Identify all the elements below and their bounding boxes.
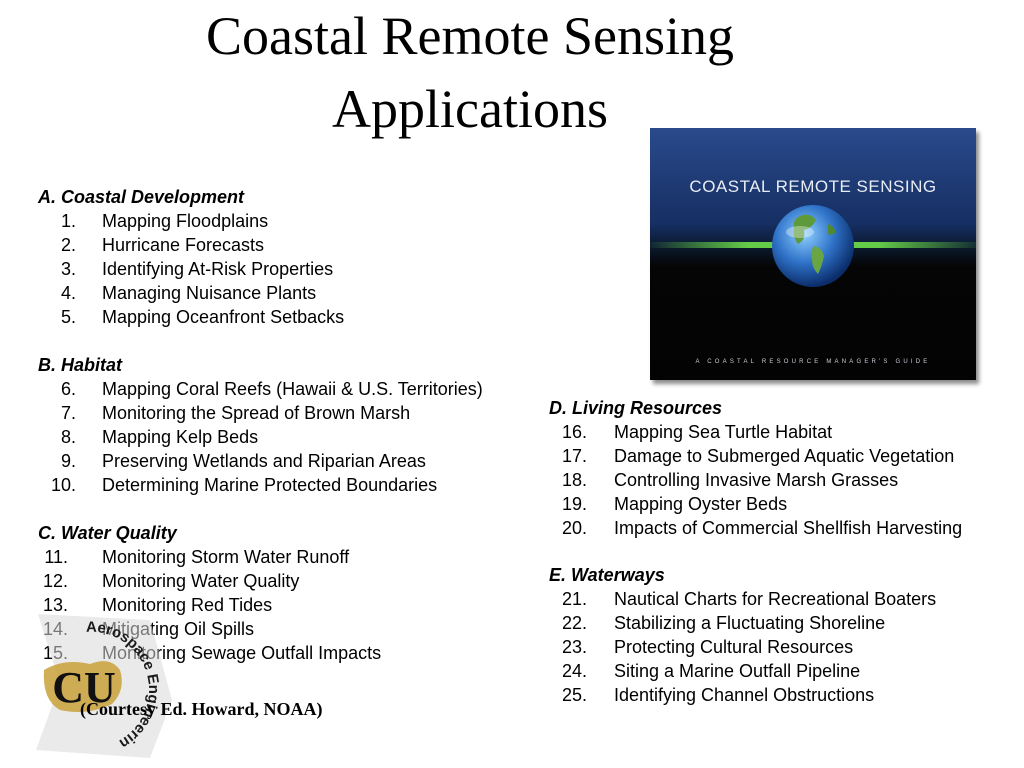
list-item: 11. Monitoring Storm Water Runoff — [38, 545, 349, 569]
section-heading: C. Water Quality — [38, 523, 177, 543]
list-item: 25. Identifying Channel Obstructions — [549, 683, 874, 707]
list-item: 24. Siting a Marine Outfall Pipeline — [549, 659, 860, 683]
list-item: 10. Determining Marine Protected Boundari… — [38, 473, 437, 497]
book-cover-image: COASTAL REMOTE SENSING A COASTAL RESOURC… — [650, 128, 976, 380]
item-number: 11. — [44, 547, 68, 567]
item-text: Mapping Oyster Beds — [614, 494, 788, 514]
slide-title-line-1: Coastal Remote Sensing — [206, 6, 734, 66]
item-number: 20. — [561, 518, 587, 538]
item-text: Monitoring Storm Water Runoff — [102, 547, 350, 567]
item-text: Identifying At-Risk Properties — [102, 259, 334, 279]
list-item: 7. Monitoring the Spread of Brown Marsh — [38, 401, 410, 425]
item-text: Nautical Charts for Recreational Boaters — [614, 589, 937, 609]
item-number: 10. — [50, 475, 76, 495]
list-item: 2. Hurricane Forecasts — [38, 233, 264, 257]
list-item: 6. Mapping Coral Reefs (Hawaii & U.S. Ter… — [38, 377, 483, 401]
section-living-resources: D. Living Resources 16. Mapping Sea Turtl… — [549, 396, 962, 540]
list-item: 13. Monitoring Red Tides — [38, 593, 272, 617]
section-waterways: E. Waterways 21. Nautical Charts for Recr… — [549, 563, 936, 707]
list-item: 12. Monitoring Water Quality — [38, 569, 299, 593]
item-text: Monitoring Sewage Outfall Impacts — [102, 643, 382, 663]
section-coastal-development: A. Coastal Development 1. Mapping Floodpl… — [38, 185, 344, 329]
item-text: Identifying Channel Obstructions — [614, 685, 875, 705]
section-heading: E. Waterways — [549, 565, 665, 585]
item-number: 7. — [60, 403, 76, 423]
list-item: 19. Mapping Oyster Beds — [549, 492, 787, 516]
item-number: 8. — [60, 427, 76, 447]
list-item: 5. Mapping Oceanfront Setbacks — [38, 305, 344, 329]
item-text: Managing Nuisance Plants — [102, 283, 317, 303]
item-text: Preserving Wetlands and Riparian Areas — [102, 451, 426, 471]
item-number: 19. — [561, 494, 587, 514]
list-item: 21. Nautical Charts for Recreational Boat… — [549, 587, 936, 611]
item-number: 16. — [561, 422, 587, 442]
item-text: Hurricane Forecasts — [102, 235, 265, 255]
item-number: 21. — [561, 589, 587, 609]
item-text: Monitoring Red Tides — [102, 595, 273, 615]
item-text: Mapping Floodplains — [102, 211, 269, 231]
section-heading: B. Habitat — [38, 355, 123, 375]
section-habitat: B. Habitat 6. Mapping Coral Reefs (Hawaii… — [38, 353, 483, 497]
list-item: 1. Mapping Floodplains — [38, 209, 268, 233]
list-item: 18. Controlling Invasive Marsh Grasses — [549, 468, 898, 492]
item-text: Mapping Kelp Beds — [102, 427, 259, 447]
list-item: 22. Stabilizing a Fluctuating Shoreline — [549, 611, 885, 635]
item-number: 18. — [561, 470, 587, 490]
slide-title: Coastal Remote Sensing Applications — [0, 0, 940, 146]
item-text: Monitoring the Spread of Brown Marsh — [102, 403, 411, 423]
item-number: 3. — [60, 259, 76, 279]
item-number: 1. — [60, 211, 76, 231]
item-number: 23. — [561, 637, 587, 657]
globe-icon — [772, 205, 854, 287]
item-text: Siting a Marine Outfall Pipeline — [614, 661, 861, 681]
item-text: Impacts of Commercial Shellfish Harvesti… — [614, 518, 963, 538]
item-number: 5. — [60, 307, 76, 327]
item-number: 9. — [60, 451, 76, 471]
item-number: 24. — [561, 661, 587, 681]
item-text: Mapping Sea Turtle Habitat — [614, 422, 833, 442]
item-number: 13. — [42, 595, 68, 615]
item-text: Damage to Submerged Aquatic Vegetation — [614, 446, 955, 466]
item-number: 12. — [42, 571, 68, 591]
item-number: 25. — [561, 685, 587, 705]
cu-aerospace-logo: CU Aerospace Engineering — [0, 600, 172, 758]
item-number: 2. — [60, 235, 76, 255]
book-cover-subtitle: A COASTAL RESOURCE MANAGER'S GUIDE — [696, 359, 931, 365]
section-heading: A. Coastal Development — [38, 187, 245, 207]
list-item: 20. Impacts of Commercial Shellfish Harve… — [549, 516, 962, 540]
item-text: Controlling Invasive Marsh Grasses — [614, 470, 899, 490]
item-text: Protecting Cultural Resources — [614, 637, 854, 657]
list-item: 17. Damage to Submerged Aquatic Vegetatio… — [549, 444, 954, 468]
book-cover-title: COASTAL REMOTE SENSING — [689, 177, 936, 196]
list-item: 4. Managing Nuisance Plants — [38, 281, 316, 305]
list-item: 16. Mapping Sea Turtle Habitat — [549, 420, 832, 444]
item-text: Determining Marine Protected Boundaries — [102, 475, 438, 495]
item-text: Mapping Coral Reefs (Hawaii & U.S. Terri… — [102, 379, 483, 399]
list-item: 8. Mapping Kelp Beds — [38, 425, 258, 449]
item-text: Stabilizing a Fluctuating Shoreline — [614, 613, 886, 633]
item-number: 6. — [60, 379, 76, 399]
item-text: Monitoring Water Quality — [102, 571, 300, 591]
cu-monogram: CU — [52, 663, 116, 712]
section-heading: D. Living Resources — [549, 398, 723, 418]
list-item: 9. Preserving Wetlands and Riparian Areas — [38, 449, 426, 473]
slide-title-line-2: Applications — [332, 79, 608, 139]
item-number: 17. — [561, 446, 587, 466]
item-text: Mapping Oceanfront Setbacks — [102, 307, 345, 327]
courtesy-note: (Courtesy Ed. Howard, NOAA) — [80, 699, 323, 719]
item-number: 4. — [60, 283, 76, 303]
item-number: 22. — [561, 613, 587, 633]
list-item: 3. Identifying At-Risk Properties — [38, 257, 333, 281]
list-item: 23. Protecting Cultural Resources — [549, 635, 853, 659]
